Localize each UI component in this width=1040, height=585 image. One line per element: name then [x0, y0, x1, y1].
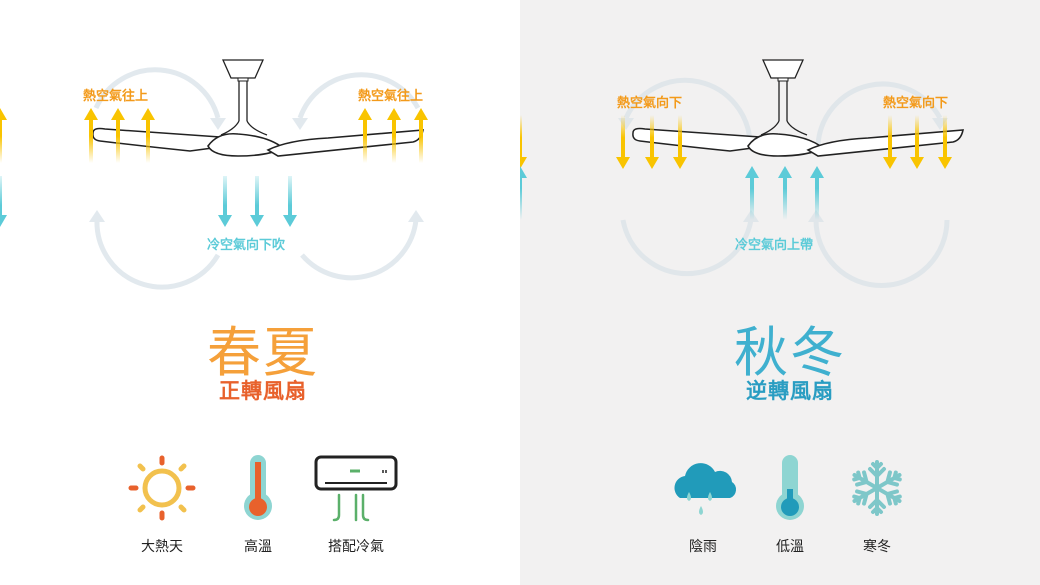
summer-airflow-diagram — [0, 59, 428, 522]
icon-caption: 大熱天 — [141, 539, 183, 555]
icon-caption: 搭配冷氣 — [328, 539, 384, 555]
hot-air-up-label-left: 熱空氣往上 — [83, 89, 149, 104]
circulation-arcs — [93, 67, 421, 290]
icon-caption: 低溫 — [776, 539, 804, 555]
season-title: 秋冬 — [734, 321, 846, 384]
rain-cloud-icon — [674, 463, 737, 515]
arc-top-right — [815, 81, 943, 146]
fan-mode-label: 正轉風扇 — [219, 379, 307, 403]
cold-air-up-arrows — [520, 166, 824, 220]
winter-airflow-diagram — [520, 59, 964, 520]
thermometer-hot-icon — [244, 455, 272, 520]
arc-bottom-right — [813, 219, 950, 288]
thermometer-cold-icon — [776, 455, 804, 520]
arc-bottom-right — [300, 219, 419, 281]
arc-top-left — [93, 67, 221, 119]
fan-mode-label: 逆轉風扇 — [746, 379, 834, 403]
summer-panel: 熱空氣往上 熱空氣往上 冷空氣向下吹 春夏 正轉風扇 大熱天 高溫 搭配冷氣 — [0, 59, 428, 555]
sun-icon — [128, 455, 196, 521]
arc-bottom-left — [94, 219, 221, 290]
icon-caption: 高溫 — [244, 539, 272, 555]
season-title: 春夏 — [207, 321, 319, 384]
arc-top-right — [297, 72, 421, 119]
hot-air-down-arrows — [520, 115, 952, 169]
hot-air-up-label-right: 熱空氣往上 — [358, 89, 424, 104]
arc-bottom-left — [620, 219, 754, 277]
snowflake-icon — [848, 460, 906, 516]
winter-panel: 熱空氣向下 熱空氣向下 冷空氣向上帶 秋冬 逆轉風扇 陰雨 低溫 寒冬 — [520, 0, 1040, 585]
cold-air-down-label: 冷空氣向下吹 — [207, 238, 286, 253]
icon-caption: 寒冬 — [863, 539, 891, 555]
hot-air-up-arrows — [0, 108, 428, 163]
icon-caption: 陰雨 — [689, 539, 717, 555]
air-conditioner-icon — [314, 455, 398, 522]
cold-air-up-label: 冷空氣向上帶 — [735, 238, 814, 253]
cold-air-down-arrows — [0, 176, 297, 227]
circulation-arcs — [620, 77, 950, 288]
hot-air-down-label-right: 熱空氣向下 — [883, 96, 949, 111]
arc-top-left — [623, 77, 753, 146]
hot-air-down-label-left: 熱空氣向下 — [617, 96, 683, 111]
